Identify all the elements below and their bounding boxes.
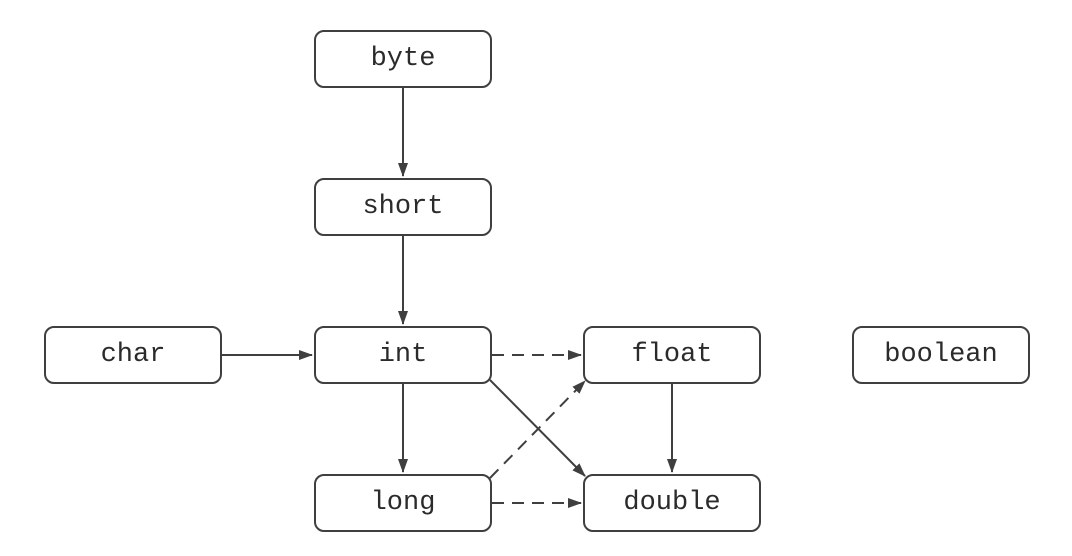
node-double-label: double [623,488,721,518]
edge-long-to-float [489,380,586,479]
node-short-label: short [362,192,444,222]
node-int: int [314,326,492,384]
node-byte: byte [314,30,492,88]
node-char-label: char [100,340,166,370]
node-double: double [583,474,761,532]
node-char: char [44,326,222,384]
node-float: float [583,326,761,384]
node-byte-label: byte [370,44,436,74]
node-boolean: boolean [852,326,1030,384]
node-short: short [314,178,492,236]
edge-int-to-double [489,379,586,477]
node-int-label: int [378,340,428,370]
node-long: long [314,474,492,532]
node-boolean-label: boolean [884,340,998,370]
node-float-label: float [631,340,713,370]
node-long-label: long [370,488,436,518]
